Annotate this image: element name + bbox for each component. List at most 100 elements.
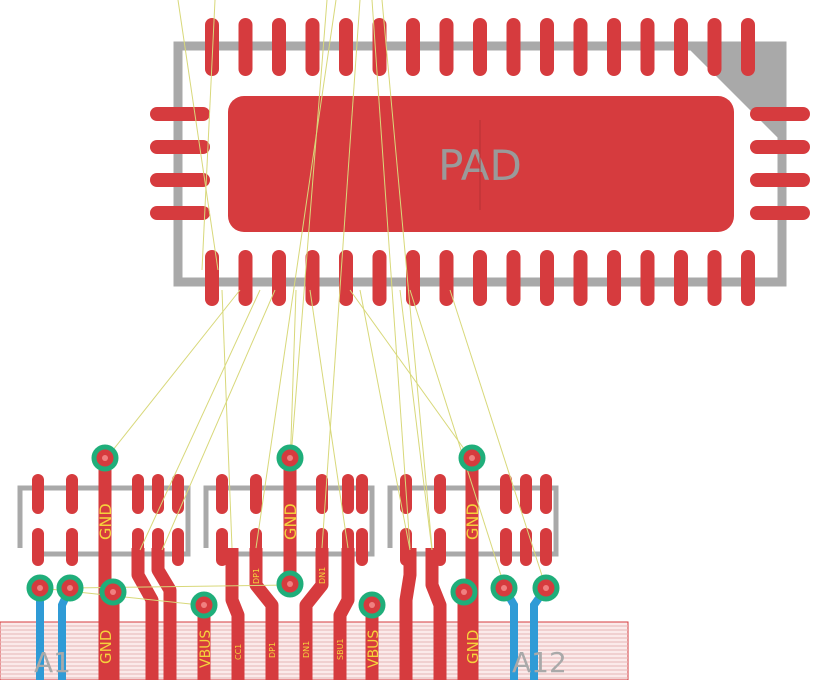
ic-pin-top bbox=[473, 18, 487, 76]
connector-pin-upper bbox=[32, 474, 44, 514]
via-drill bbox=[543, 585, 549, 591]
ic-pin-bottom bbox=[406, 250, 420, 306]
ic-pin-bottom bbox=[674, 250, 688, 306]
connector-pin-upper bbox=[342, 474, 354, 514]
via-drill bbox=[369, 602, 375, 608]
via-drill bbox=[461, 589, 467, 595]
a12-label: A12 bbox=[512, 646, 567, 679]
connector-pin-lower bbox=[66, 528, 78, 566]
gnd-label-conn2: GND bbox=[281, 503, 300, 540]
connector-pin-lower bbox=[32, 528, 44, 566]
ic-pin-bottom bbox=[339, 250, 353, 306]
dp1-label-edge: DP1 bbox=[268, 642, 277, 658]
a1-label: A1 bbox=[34, 646, 71, 679]
sbu1-label: SBU1 bbox=[336, 638, 345, 660]
ic-pin-top bbox=[439, 18, 454, 76]
connector-pin-upper bbox=[466, 474, 478, 514]
via-drill bbox=[501, 585, 507, 591]
ic-pin-right bbox=[750, 107, 810, 121]
ic-pin-top bbox=[607, 18, 621, 76]
ic-pin-bottom bbox=[238, 250, 253, 306]
ic-pin-top bbox=[406, 18, 420, 76]
ic-pin-top bbox=[205, 18, 219, 76]
connector-pin-lower bbox=[99, 528, 111, 566]
connector-pin-lower bbox=[132, 528, 144, 566]
connector-pin-upper bbox=[66, 474, 78, 514]
ic-pin-bottom bbox=[473, 250, 487, 306]
ic-pin-bottom bbox=[741, 250, 755, 306]
connector-pin-lower bbox=[520, 528, 532, 566]
connector-pin-upper bbox=[500, 474, 512, 514]
connector-pin-upper bbox=[356, 474, 368, 514]
ic-pin-left bbox=[150, 206, 210, 220]
dp1-label-conn: DP1 bbox=[252, 568, 261, 584]
ic-pin-bottom bbox=[607, 250, 621, 306]
ic-top-pins bbox=[205, 18, 755, 76]
ic-pin-top bbox=[540, 18, 554, 76]
gnd-label-edge2: GND bbox=[464, 630, 482, 664]
ic-pin-bottom bbox=[573, 250, 588, 306]
connector-pins bbox=[32, 474, 552, 566]
ic-pin-left bbox=[150, 140, 210, 154]
vbus-label-2: VBUS bbox=[366, 630, 382, 668]
ic-pin-bottom bbox=[640, 250, 655, 306]
via-drill bbox=[201, 602, 207, 608]
ic-pin-bottom bbox=[439, 250, 454, 306]
ic-pin-bottom bbox=[506, 250, 521, 306]
ic-pin-bottom bbox=[205, 250, 219, 306]
via-drill bbox=[102, 455, 108, 461]
connector-pin-lower bbox=[500, 528, 512, 566]
connector-pin-lower bbox=[466, 528, 478, 566]
ic-bottom-pins bbox=[205, 250, 755, 306]
via-drill bbox=[37, 585, 43, 591]
ic-pin-top bbox=[674, 18, 688, 76]
connector-pin-lower bbox=[284, 528, 296, 566]
connector-pin-lower bbox=[356, 528, 368, 566]
ic-pin-right bbox=[750, 206, 810, 220]
connector-pin-lower bbox=[152, 528, 164, 566]
ic-pin-left bbox=[150, 107, 210, 121]
ic-pin-top bbox=[506, 18, 521, 76]
vias bbox=[26, 444, 560, 619]
connector-pin-upper bbox=[284, 474, 296, 514]
connector-pin-upper bbox=[250, 474, 262, 514]
gnd-label-conn3: GND bbox=[463, 503, 482, 540]
connector-pin-upper bbox=[132, 474, 144, 514]
ic-pin-top bbox=[272, 18, 286, 76]
connector-pin-upper bbox=[434, 474, 446, 514]
connector-pin-upper bbox=[216, 474, 228, 514]
ic-pin-top bbox=[339, 18, 353, 76]
ic-pin-top bbox=[707, 18, 722, 76]
ic-pin-top bbox=[573, 18, 588, 76]
ic-pin-top bbox=[305, 18, 320, 76]
ic-pin-bottom bbox=[372, 250, 387, 306]
connector-pin-upper bbox=[520, 474, 532, 514]
via-drill bbox=[287, 455, 293, 461]
exposed-pad bbox=[228, 96, 734, 232]
gnd-label-edge1: GND bbox=[97, 630, 115, 664]
via-drill bbox=[110, 589, 116, 595]
connector-pin-upper bbox=[152, 474, 164, 514]
via-drill bbox=[67, 585, 73, 591]
dn1-label-conn: DN1 bbox=[318, 567, 327, 584]
connector-pin-lower bbox=[434, 528, 446, 566]
ic-right-pins bbox=[750, 107, 810, 220]
connector-pin-lower bbox=[540, 528, 552, 566]
connector-pin-lower bbox=[216, 528, 228, 566]
gnd-label-conn1: GND bbox=[96, 503, 115, 540]
ic-pin-top bbox=[238, 18, 253, 76]
via-drill bbox=[469, 455, 475, 461]
ic-pin-left bbox=[150, 173, 210, 187]
connector-pin-upper bbox=[99, 474, 111, 514]
connector-pin-upper bbox=[540, 474, 552, 514]
dn1-label-edge: DN1 bbox=[302, 641, 311, 658]
connector-pin-upper bbox=[172, 474, 184, 514]
ic-pin-bottom bbox=[305, 250, 320, 306]
ic-pin-top bbox=[741, 18, 755, 76]
connector-pin-lower bbox=[172, 528, 184, 566]
vbus-label-1: VBUS bbox=[198, 630, 214, 668]
via-drill bbox=[287, 581, 293, 587]
ic-pin-right bbox=[750, 173, 810, 187]
cc1-label: CC1 bbox=[234, 644, 243, 660]
